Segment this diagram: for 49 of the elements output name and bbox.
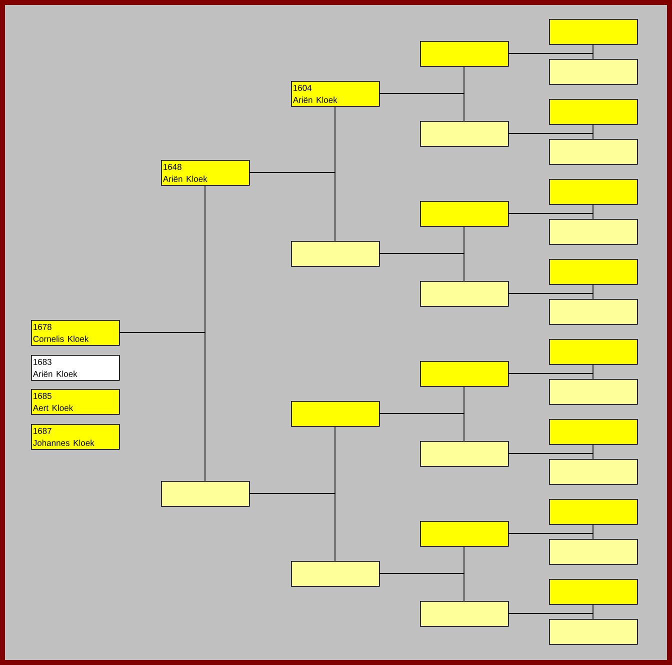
empty-person-box	[549, 99, 638, 125]
empty-person-box	[549, 339, 638, 365]
empty-person-box	[420, 281, 509, 307]
empty-person-box	[549, 59, 638, 85]
person-box: 1648 Ariën Kloek	[161, 160, 250, 186]
person-box: 1683 Ariën Kloek	[31, 355, 120, 381]
empty-person-box	[549, 179, 638, 205]
connector-line	[508, 533, 594, 540]
empty-person-box	[420, 441, 509, 467]
empty-person-box	[549, 219, 638, 245]
connector-line	[379, 413, 464, 442]
empty-person-box	[420, 521, 509, 547]
connector-line	[508, 293, 594, 300]
empty-person-box	[549, 499, 638, 525]
connector-line	[508, 373, 594, 380]
empty-person-box	[420, 201, 509, 227]
connector-line	[508, 453, 594, 460]
connector-line	[249, 493, 336, 562]
empty-person-box	[420, 41, 509, 67]
empty-person-box	[549, 459, 638, 485]
connector-line	[508, 53, 594, 60]
empty-person-box	[549, 579, 638, 605]
person-box: 1678 Cornelis Kloek	[31, 320, 120, 346]
connector-line	[379, 93, 464, 122]
empty-person-box	[549, 299, 638, 325]
connector-line	[379, 253, 464, 282]
empty-person-box	[549, 379, 638, 405]
connector-line	[508, 133, 594, 140]
connector-line	[119, 332, 206, 482]
person-box: 1604 Ariën Kloek	[291, 81, 380, 107]
connector-line	[249, 172, 336, 242]
empty-person-box	[291, 561, 380, 587]
empty-person-box	[549, 19, 638, 45]
connector-line	[508, 613, 594, 620]
person-box: 1685 Aert Kloek	[31, 389, 120, 415]
empty-person-box	[549, 539, 638, 565]
empty-person-box	[291, 401, 380, 427]
connector-line	[508, 213, 594, 220]
empty-person-box	[420, 601, 509, 627]
empty-person-box	[161, 481, 250, 507]
empty-person-box	[549, 419, 638, 445]
connector-line	[379, 573, 464, 602]
person-box: 1687 Johannes Kloek	[31, 424, 120, 450]
empty-person-box	[291, 241, 380, 267]
empty-person-box	[549, 139, 638, 165]
empty-person-box	[549, 619, 638, 645]
empty-person-box	[420, 121, 509, 147]
empty-person-box	[420, 361, 509, 387]
empty-person-box	[549, 259, 638, 285]
